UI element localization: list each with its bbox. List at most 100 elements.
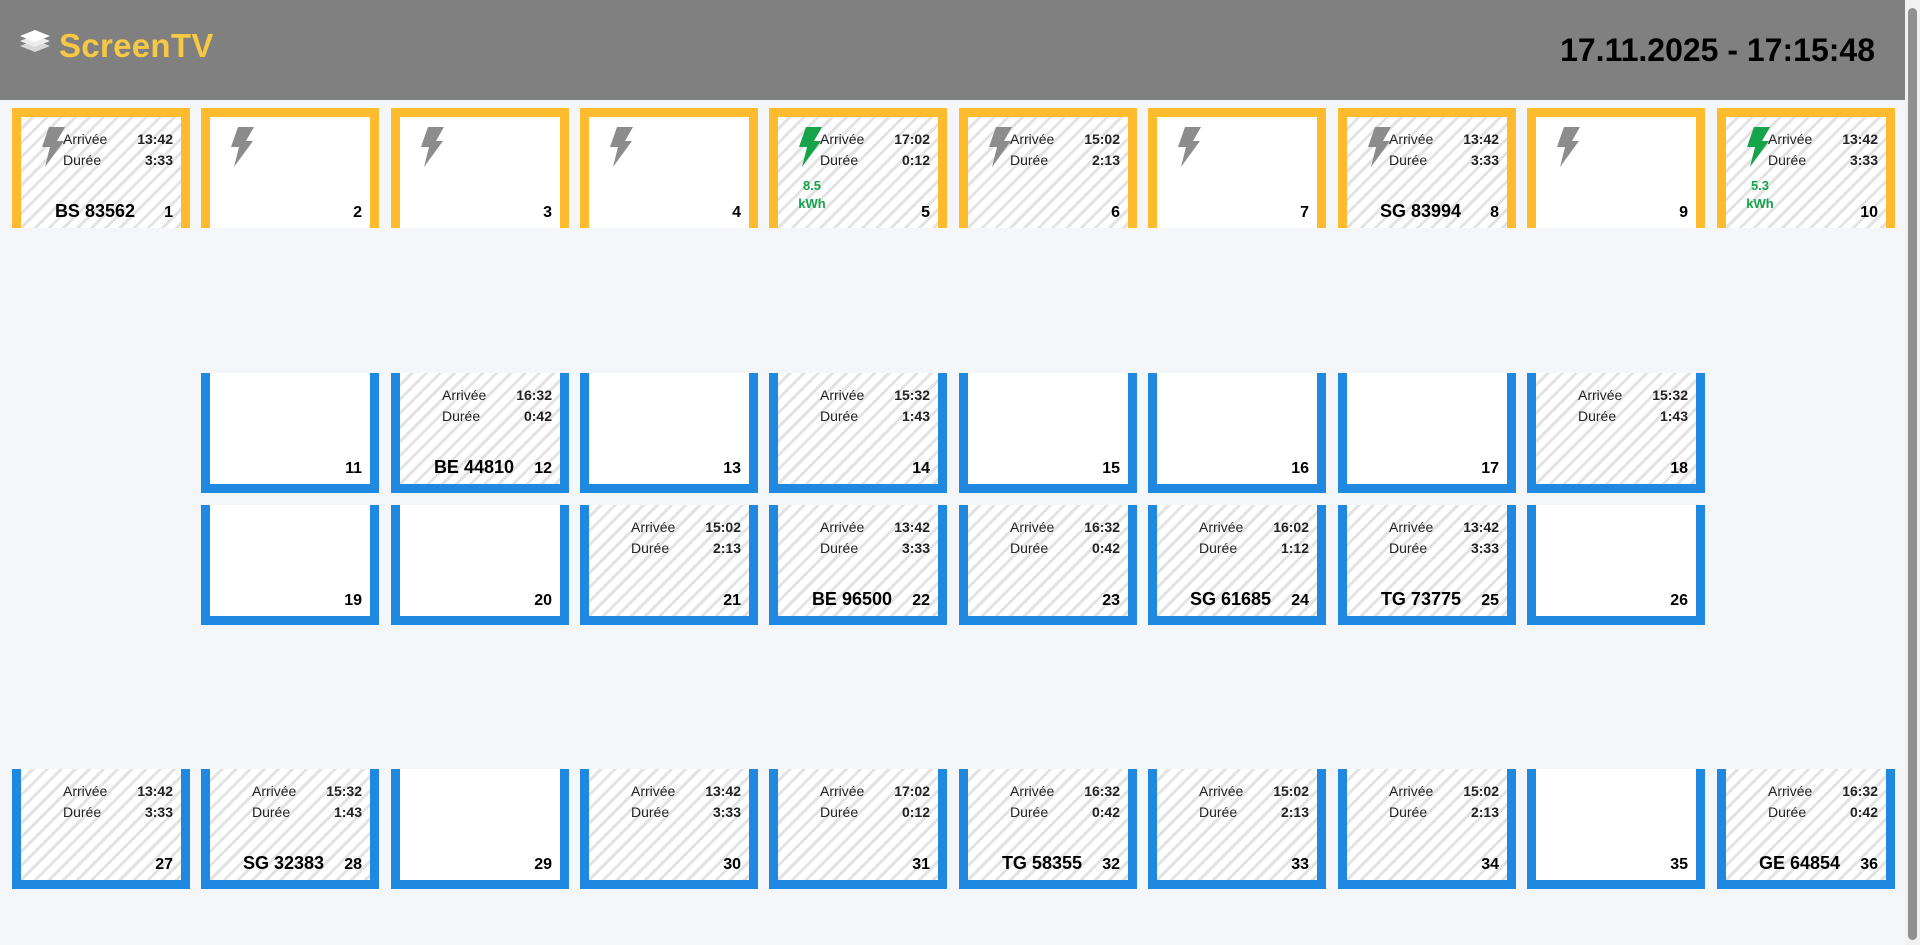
spot-number: 35 bbox=[1670, 856, 1688, 873]
parking-spot-20[interactable]: 20 bbox=[391, 505, 569, 625]
parking-spot-9[interactable]: 9 bbox=[1527, 108, 1705, 228]
arrival-label: Arrivée bbox=[1010, 783, 1055, 799]
vertical-scrollbar[interactable] bbox=[1905, 0, 1920, 945]
spot-number: 12 bbox=[534, 460, 552, 477]
parking-spot-19[interactable]: 19 bbox=[201, 505, 379, 625]
spot-number: 13 bbox=[723, 460, 741, 477]
duration-label: Durée bbox=[1389, 152, 1428, 168]
lightning-icon bbox=[610, 127, 633, 167]
duration-label: Durée bbox=[63, 152, 102, 168]
arrival-value: 13:42 bbox=[894, 519, 930, 535]
spot-number: 36 bbox=[1860, 856, 1878, 873]
parking-spot-4[interactable]: 4 bbox=[580, 108, 758, 228]
parking-spot-29[interactable]: 29 bbox=[391, 769, 569, 889]
parking-spot-35[interactable]: 35 bbox=[1527, 769, 1705, 889]
arrival-value: 15:32 bbox=[1652, 387, 1688, 403]
arrival-value: 16:32 bbox=[1084, 783, 1120, 799]
duration-label: Durée bbox=[820, 152, 859, 168]
arrival-row: Arrivée 13:42 bbox=[631, 781, 741, 802]
spot-number: 30 bbox=[723, 856, 741, 873]
duration-label: Durée bbox=[1010, 152, 1049, 168]
energy-unit: kWh bbox=[798, 196, 826, 211]
spot-number: 10 bbox=[1860, 204, 1878, 221]
duration-label: Durée bbox=[1199, 804, 1238, 820]
duration-label: Durée bbox=[1010, 804, 1049, 820]
duration-value: 1:43 bbox=[333, 804, 362, 820]
spot-number: 4 bbox=[732, 204, 741, 221]
arrival-label: Arrivée bbox=[63, 783, 108, 799]
arrival-value: 16:02 bbox=[1273, 519, 1309, 535]
scrollbar-thumb[interactable] bbox=[1908, 8, 1917, 940]
duration-label: Durée bbox=[1389, 804, 1428, 820]
arrival-value: 13:42 bbox=[137, 783, 173, 799]
spot-number: 19 bbox=[344, 592, 362, 609]
parking-spot-16[interactable]: 16 bbox=[1148, 373, 1326, 493]
arrival-label: Arrivée bbox=[820, 131, 865, 147]
duration-value: 3:33 bbox=[1849, 152, 1878, 168]
arrival-label: Arrivée bbox=[1768, 131, 1813, 147]
spot-number: 8 bbox=[1490, 204, 1499, 221]
arrival-label: Arrivée bbox=[631, 783, 676, 799]
duration-value: 0:12 bbox=[901, 804, 930, 820]
duration-row: Durée 1:43 bbox=[252, 802, 362, 823]
arrival-label: Arrivée bbox=[1010, 131, 1055, 147]
parking-spot-15[interactable]: 15 bbox=[959, 373, 1137, 493]
spot-number: 25 bbox=[1481, 592, 1499, 609]
parking-spot-26[interactable]: 26 bbox=[1527, 505, 1705, 625]
duration-label: Durée bbox=[1010, 540, 1049, 556]
parking-spot-11[interactable]: 11 bbox=[201, 373, 379, 493]
arrival-label: Arrivée bbox=[63, 131, 108, 147]
duration-label: Durée bbox=[252, 804, 291, 820]
parking-spot-2[interactable]: 2 bbox=[201, 108, 379, 228]
parking-spot-7[interactable]: 7 bbox=[1148, 108, 1326, 228]
parking-spot-3[interactable]: 3 bbox=[391, 108, 569, 228]
duration-value: 3:33 bbox=[144, 152, 173, 168]
duration-label: Durée bbox=[1768, 804, 1807, 820]
arrival-value: 15:32 bbox=[894, 387, 930, 403]
arrival-value: 16:32 bbox=[516, 387, 552, 403]
arrival-value: 13:42 bbox=[705, 783, 741, 799]
parking-spot-17[interactable]: 17 bbox=[1338, 373, 1516, 493]
lightning-icon bbox=[421, 127, 444, 167]
parking-spot-13[interactable]: 13 bbox=[580, 373, 758, 493]
lightning-icon bbox=[1178, 127, 1201, 167]
lightning-icon bbox=[1368, 127, 1391, 167]
